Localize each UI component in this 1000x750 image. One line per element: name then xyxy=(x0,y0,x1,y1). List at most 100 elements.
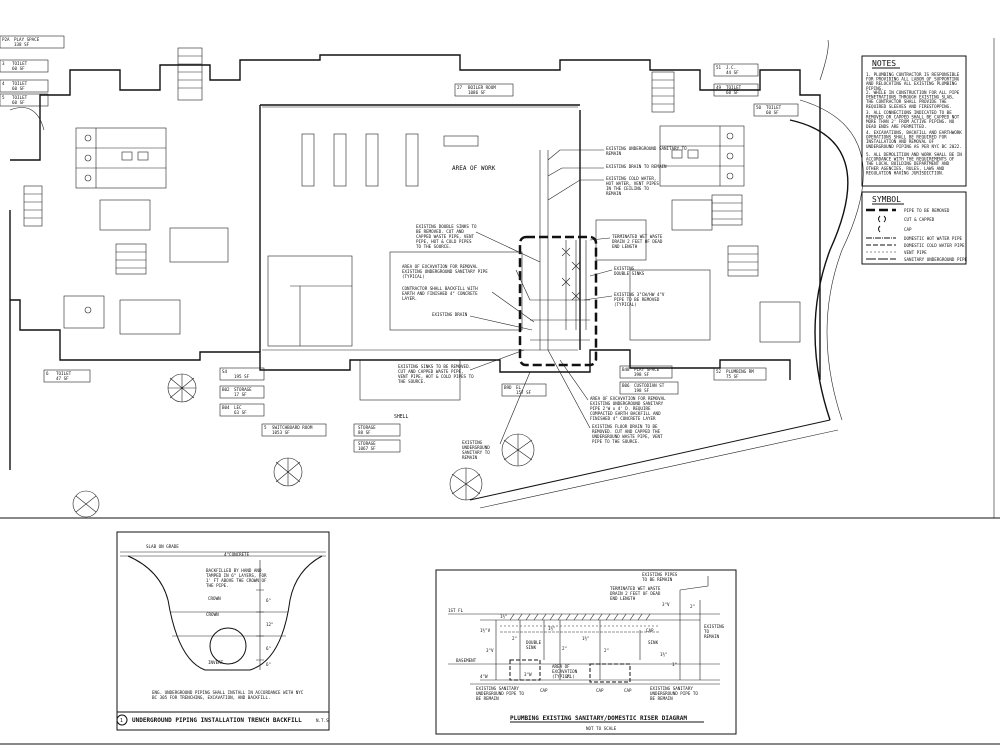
svg-text:3"W: 3"W xyxy=(524,672,532,677)
svg-text:51: 51 xyxy=(716,65,722,70)
svg-text:TOILET: TOILET xyxy=(12,61,28,66)
svg-text:6: 6 xyxy=(46,371,49,376)
riser-label: CAP xyxy=(540,688,548,693)
legend-label: CUT & CAPPED xyxy=(904,217,935,222)
trench-detail: SLAB ON GRADE 4"CONCRETE BACKFILLED BY H… xyxy=(116,531,330,731)
svg-text:4": 4" xyxy=(566,674,571,679)
svg-text:STORAGE: STORAGE xyxy=(234,387,252,392)
svg-text:B02: B02 xyxy=(222,387,230,392)
svg-text:1½": 1½" xyxy=(500,614,508,619)
svg-text:STORAGE: STORAGE xyxy=(358,441,376,446)
legend-label: VENT PIPE xyxy=(904,250,927,255)
legend-label: CAP xyxy=(904,227,912,232)
svg-text:157 SF: 157 SF xyxy=(516,390,532,395)
notes-panel: NOTES 1. PLUMBING CONTRACTOR IS RESPONSI… xyxy=(861,55,967,187)
svg-text:44 SF: 44 SF xyxy=(726,70,739,75)
callout: EXISTING COLD WATER,HOT WATER, VENT PIPE… xyxy=(606,176,659,196)
svg-text:3"V: 3"V xyxy=(662,602,670,607)
svg-text:5: 5 xyxy=(264,425,267,430)
trench-dim: 6" xyxy=(266,662,271,667)
svg-text:5: 5 xyxy=(2,95,5,100)
svg-text:TOILET: TOILET xyxy=(726,85,742,90)
svg-text:B04: B04 xyxy=(222,405,230,410)
svg-text:2": 2" xyxy=(562,646,567,651)
svg-text:PLAY SPACE: PLAY SPACE xyxy=(634,367,660,372)
svg-text:P2A: P2A xyxy=(2,37,10,42)
area-of-work-label: AREA OF WORK xyxy=(452,165,496,172)
svg-text:1067 SF: 1067 SF xyxy=(358,446,376,451)
trench-dim: 12" xyxy=(266,622,274,627)
svg-text:EL: EL xyxy=(516,385,522,390)
detail-title: UNDERGROUND PIPING INSTALLATION TRENCH B… xyxy=(132,717,302,724)
svg-text:4: 4 xyxy=(2,81,5,86)
trench-dim: 6" xyxy=(266,646,271,651)
callout: EXISTING DRAIN xyxy=(432,312,468,317)
floor-label: BASEMENT xyxy=(456,658,477,663)
svg-text:TOILET: TOILET xyxy=(12,81,28,86)
svg-text:B06: B06 xyxy=(622,383,630,388)
svg-text:3: 3 xyxy=(2,61,5,66)
svg-text:S4: S4 xyxy=(222,369,228,374)
legend-label: DOMESTIC HOT WATER PIPE xyxy=(904,236,962,241)
svg-text:SWITCHBOARD ROOM: SWITCHBOARD ROOM xyxy=(272,425,313,430)
svg-text:LEC: LEC xyxy=(234,405,242,410)
svg-text:60 SF: 60 SF xyxy=(12,66,25,71)
legend-label: SANITARY UNDERGROUND PIPE xyxy=(904,257,968,262)
svg-text:1½": 1½" xyxy=(582,636,590,641)
svg-text:TOILET: TOILET xyxy=(12,95,28,100)
trench-label: SLAB ON GRADE xyxy=(146,544,179,549)
svg-text:398 SF: 398 SF xyxy=(634,372,650,377)
callout: EXISTING SINKS TO BE REMOVED.CUT AND CAP… xyxy=(398,364,474,384)
svg-text:50: 50 xyxy=(756,105,762,110)
svg-text:49: 49 xyxy=(716,85,722,90)
pipe-size-labels: 1½"V 3"V 1½" 2" 3"W 4"W 1½" 2" 1½" 2" 4"… xyxy=(480,602,695,679)
floor-plan: AREA OF WORK xyxy=(9,39,864,518)
svg-text:4"W: 4"W xyxy=(480,674,488,679)
callout: EXISTING DRAIN TO REMAIN xyxy=(606,164,667,169)
trench-label: CROWN xyxy=(206,612,219,617)
svg-text:PLAY SPACE: PLAY SPACE xyxy=(14,37,40,42)
svg-text:3"V: 3"V xyxy=(486,648,494,653)
notes-title: NOTES xyxy=(872,59,896,68)
detail-number: 1 xyxy=(120,718,123,724)
svg-text:60 SF: 60 SF xyxy=(12,86,25,91)
svg-text:STORAGE: STORAGE xyxy=(358,425,376,430)
svg-text:TOILET: TOILET xyxy=(766,105,782,110)
svg-text:BOILER ROOM: BOILER ROOM xyxy=(468,85,496,90)
trench-dim: 6" xyxy=(266,598,271,603)
svg-text:52: 52 xyxy=(716,369,722,374)
svg-text:1½": 1½" xyxy=(660,652,668,657)
